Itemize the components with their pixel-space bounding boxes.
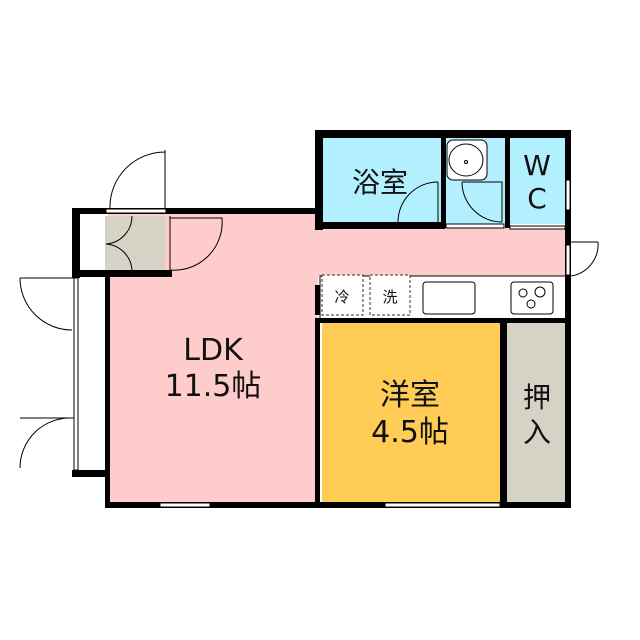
wc-area [510,138,565,224]
entrance-area [105,216,165,271]
walls [72,130,571,508]
bath-label: 浴室 [352,166,408,199]
ldk-hall-area [316,228,568,276]
closet-label-2: 入 [523,416,551,449]
washer-space [369,274,411,316]
windows [73,179,571,508]
washer-label: 洗 [382,288,397,306]
western-room-size: 4.5帖 [371,415,449,450]
wc-label-c: C [527,182,547,215]
western-room-label: 洋室 [380,378,440,413]
door-swings [19,150,599,469]
washbasin-icon [446,139,488,181]
closet-label-1: 押 [523,381,551,414]
western-room-area [322,323,500,502]
fridge-space [321,274,364,316]
ldk-label: LDK [183,333,244,368]
sink-icon [422,281,476,315]
stove-icon [510,281,554,315]
ldk-size: 11.5帖 [165,369,262,404]
bath-area [322,138,441,224]
closet-area [507,323,565,502]
wc-label-w: W [523,149,551,182]
fridge-label: 冷 [334,288,349,306]
